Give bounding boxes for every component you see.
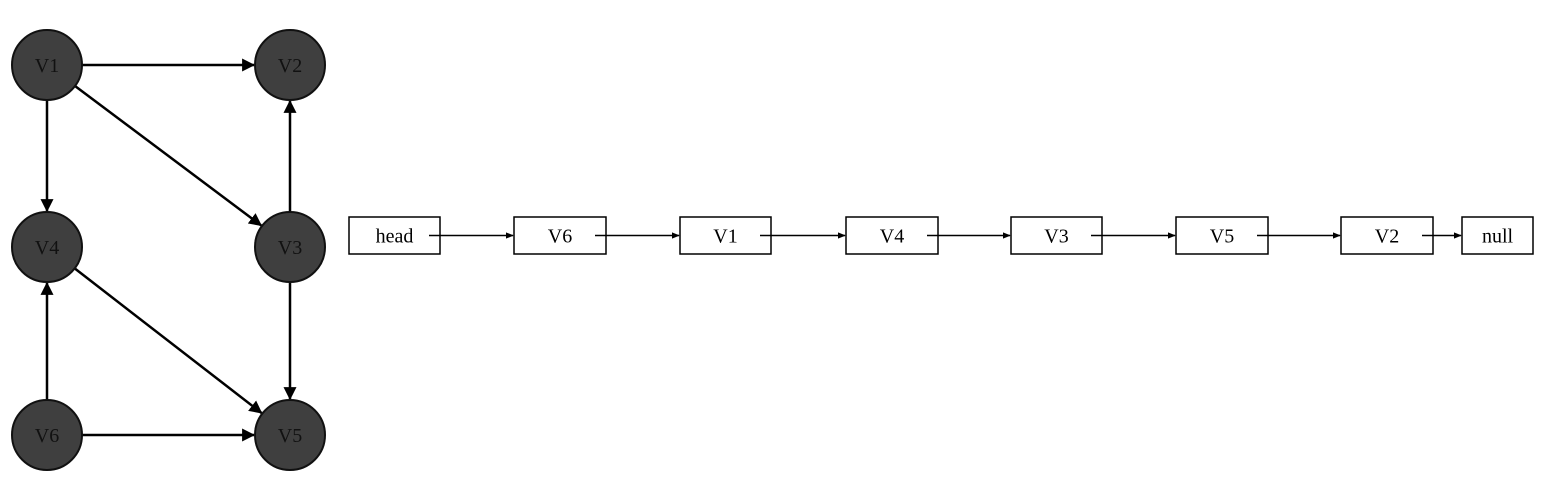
list-cell-box [1175,216,1269,255]
graph-node-v2: V2 [254,29,326,101]
list-cell-v1: V1 [679,216,772,255]
graph-node-circle [11,399,83,471]
list-cell-v6: V6 [513,216,607,255]
graph-node-label: V1 [35,55,59,77]
linked-list: head V6 V1 V4 V3 V5 V2 null [348,216,1534,255]
graph-node-label: V3 [278,237,302,259]
list-cell-label: V1 [713,226,737,248]
list-cell-box [679,216,772,255]
graph-node-circle [11,211,83,283]
edge-v1-to-v3 [74,84,263,227]
list-cell-v3: V3 [1010,216,1103,255]
list-cell-label: V2 [1375,226,1399,248]
graph-node-circle [11,29,83,101]
graph-edges [40,58,297,442]
graph-node-circle [254,399,326,471]
list-cell-v4: V4 [845,216,939,255]
list-cell-label: null [1482,226,1514,248]
graph-node-v3: V3 [254,211,326,283]
graph-node-v5: V5 [254,399,326,471]
list-cell-label: V6 [548,226,572,248]
graph-node-label: V5 [278,425,302,447]
list-cell-box [1461,216,1534,255]
graph-node-v4: V4 [11,211,83,283]
list-cell-v5: V5 [1175,216,1269,255]
graph-node-circle [254,211,326,283]
graph-node-label: V6 [35,425,59,447]
list-cell-head: head [348,216,441,255]
list-cell-label: V5 [1210,226,1234,248]
graph-node-circle [254,29,326,101]
list-cell-box [845,216,939,255]
graph-node-v6: V6 [11,399,83,471]
graph-node-label: V4 [35,237,59,259]
list-cell-box [348,216,441,255]
list-cell-label: head [376,226,414,248]
list-cell-box [513,216,607,255]
list-cell-v2: V2 [1340,216,1434,255]
edge-v4-to-v5 [73,267,263,414]
graph-node-v1: V1 [11,29,83,101]
graph-node-label: V2 [278,55,302,77]
list-cell-label: V3 [1044,226,1068,248]
list-cell-box [1010,216,1103,255]
list-cell-null: null [1461,216,1534,255]
list-cell-box [1340,216,1434,255]
list-cell-label: V4 [880,226,904,248]
